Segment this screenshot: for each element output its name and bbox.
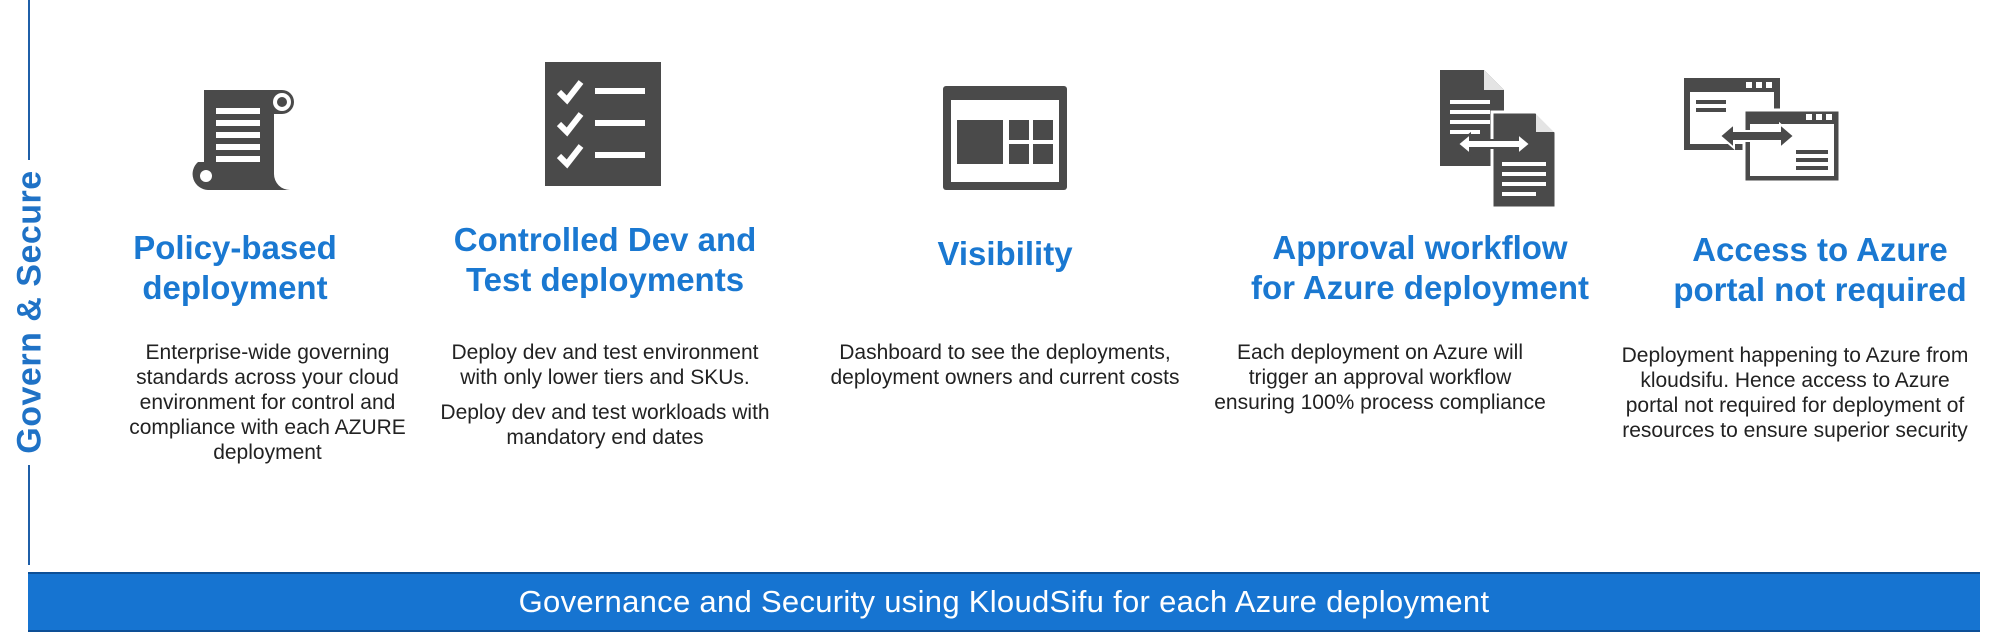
- policy-scroll-icon: [182, 82, 302, 202]
- feature-description: Each deployment on Azure will trigger an…: [1210, 340, 1550, 425]
- banner-text: Governance and Security using KloudSifu …: [518, 584, 1490, 619]
- feature-approval-workflow: Approval workflow for Azure deployment E…: [1210, 0, 1590, 560]
- checklist-icon: [545, 62, 661, 186]
- window-transfer-icon: [1684, 78, 1842, 184]
- dashboard-icon: [943, 86, 1067, 190]
- feature-no-portal-access: Access to Azure portal not required Depl…: [1600, 0, 1990, 560]
- feature-description: Deployment happening to Azure from kloud…: [1600, 343, 1990, 453]
- description-text: Deploy dev and test environment with onl…: [451, 341, 759, 389]
- description-text: Each deployment on Azure will trigger an…: [1214, 341, 1546, 414]
- governance-banner: Governance and Security using KloudSifu …: [28, 572, 1980, 632]
- description-text: Enterprise-wide governing standards acro…: [129, 341, 406, 464]
- description-text: Dashboard to see the deployments, deploy…: [830, 341, 1180, 389]
- side-line-bottom: [28, 465, 30, 565]
- feature-title: Access to Azure portal not required: [1673, 231, 1967, 308]
- side-label: Govern & Secure: [10, 170, 49, 454]
- feature-description: Enterprise-wide governing standards acro…: [105, 340, 430, 475]
- feature-visibility: Visibility Dashboard to see the deployme…: [825, 0, 1185, 560]
- side-line-top: [28, 0, 30, 160]
- feature-title: Policy-based deployment: [133, 229, 337, 306]
- feature-title: Approval workflow for Azure deployment: [1251, 229, 1589, 306]
- feature-description: Dashboard to see the deployments, deploy…: [825, 340, 1185, 400]
- feature-policy-deployment: Policy-based deployment Enterprise-wide …: [100, 0, 430, 560]
- feature-title: Visibility: [937, 235, 1073, 272]
- feature-row: Policy-based deployment Enterprise-wide …: [100, 0, 1990, 560]
- description-text: Deploy dev and test workloads with manda…: [440, 401, 770, 449]
- feature-title: Controlled Dev and Test deployments: [453, 221, 757, 298]
- feature-dev-test: Controlled Dev and Test deployments Depl…: [420, 0, 790, 560]
- feature-description: Deploy dev and test environment with onl…: [420, 340, 790, 460]
- description-text: Deployment happening to Azure from kloud…: [1621, 344, 1969, 442]
- document-exchange-icon: [1440, 70, 1558, 210]
